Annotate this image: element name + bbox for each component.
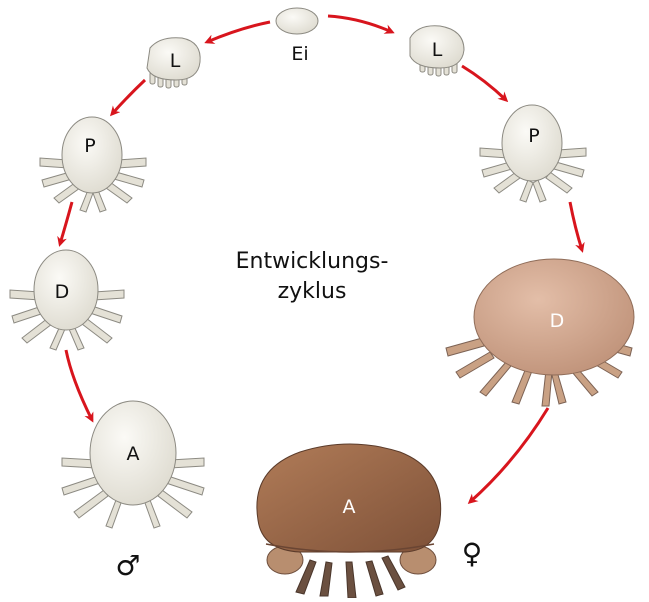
female-adult-label: A xyxy=(343,496,356,518)
egg-label: Ei xyxy=(291,43,308,65)
arrow-egg-to-larva-right xyxy=(328,16,392,32)
male-protonymph: P xyxy=(40,117,146,212)
arrow-deutonymph-to-adult-left xyxy=(66,350,92,420)
cycle-title: Entwicklungs- zyklus xyxy=(236,249,389,304)
title-line-2: zyklus xyxy=(278,279,347,304)
arrow-protonymph-to-deutonymph-left xyxy=(60,202,72,244)
female-protonymph-label: P xyxy=(528,125,539,147)
female-symbol: ♀ xyxy=(462,537,483,570)
male-adult-label: A xyxy=(127,443,140,465)
egg-shape xyxy=(276,8,318,34)
title-line-1: Entwicklungs- xyxy=(236,249,389,274)
arrow-deutonymph-to-adult-right xyxy=(470,408,548,502)
female-adult: A ♀ xyxy=(257,444,482,598)
arrow-larva-to-protonymph-right xyxy=(462,66,506,100)
female-protonymph: P xyxy=(480,105,586,202)
egg: Ei xyxy=(276,8,318,65)
male-deutonymph: D xyxy=(10,250,124,350)
arrow-egg-to-larva-left xyxy=(207,22,270,42)
male-protonymph-label: P xyxy=(84,135,95,157)
male-symbol: ♂ xyxy=(115,549,140,582)
female-deutonymph-label: D xyxy=(550,310,565,332)
arrow-larva-to-protonymph-left xyxy=(112,80,145,114)
female-larva-label: L xyxy=(432,39,443,61)
male-deutonymph-label: D xyxy=(55,281,70,303)
arrow-protonymph-to-deutonymph-right xyxy=(570,202,582,250)
male-larva: L xyxy=(147,38,200,88)
female-larva: L xyxy=(410,26,464,76)
male-larva-label: L xyxy=(170,50,181,72)
female-deutonymph: D xyxy=(446,259,634,406)
male-adult: A ♂ xyxy=(62,401,204,582)
